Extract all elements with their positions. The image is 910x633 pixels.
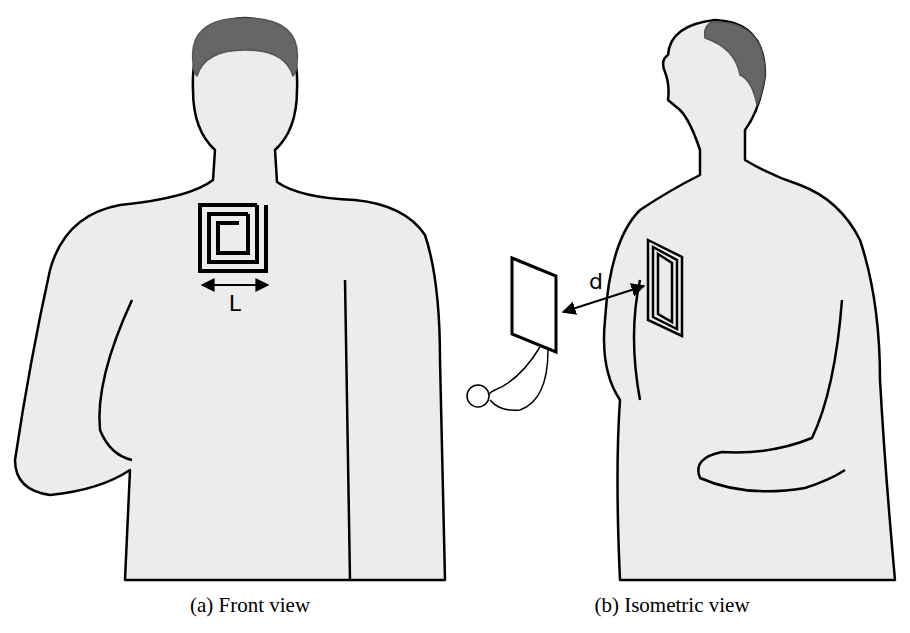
caption: (a) Front view (190, 594, 310, 617)
coil-turn (653, 247, 677, 329)
coil-turn (218, 214, 248, 253)
dimension-label: L (229, 292, 241, 316)
coil-turn (658, 254, 672, 322)
front-coil (200, 205, 266, 271)
distance-arrow (563, 286, 644, 312)
isometric-figure (604, 20, 895, 580)
coil-turn (648, 240, 682, 336)
chest-coil (648, 240, 682, 336)
dimension-arrow (202, 284, 268, 286)
distance-label: d (589, 270, 603, 294)
caption: (b) Isometric view (594, 594, 749, 617)
coil-turn (209, 205, 257, 262)
external-coil (467, 258, 556, 410)
coil-turn (200, 205, 266, 271)
front-figure (15, 18, 445, 580)
